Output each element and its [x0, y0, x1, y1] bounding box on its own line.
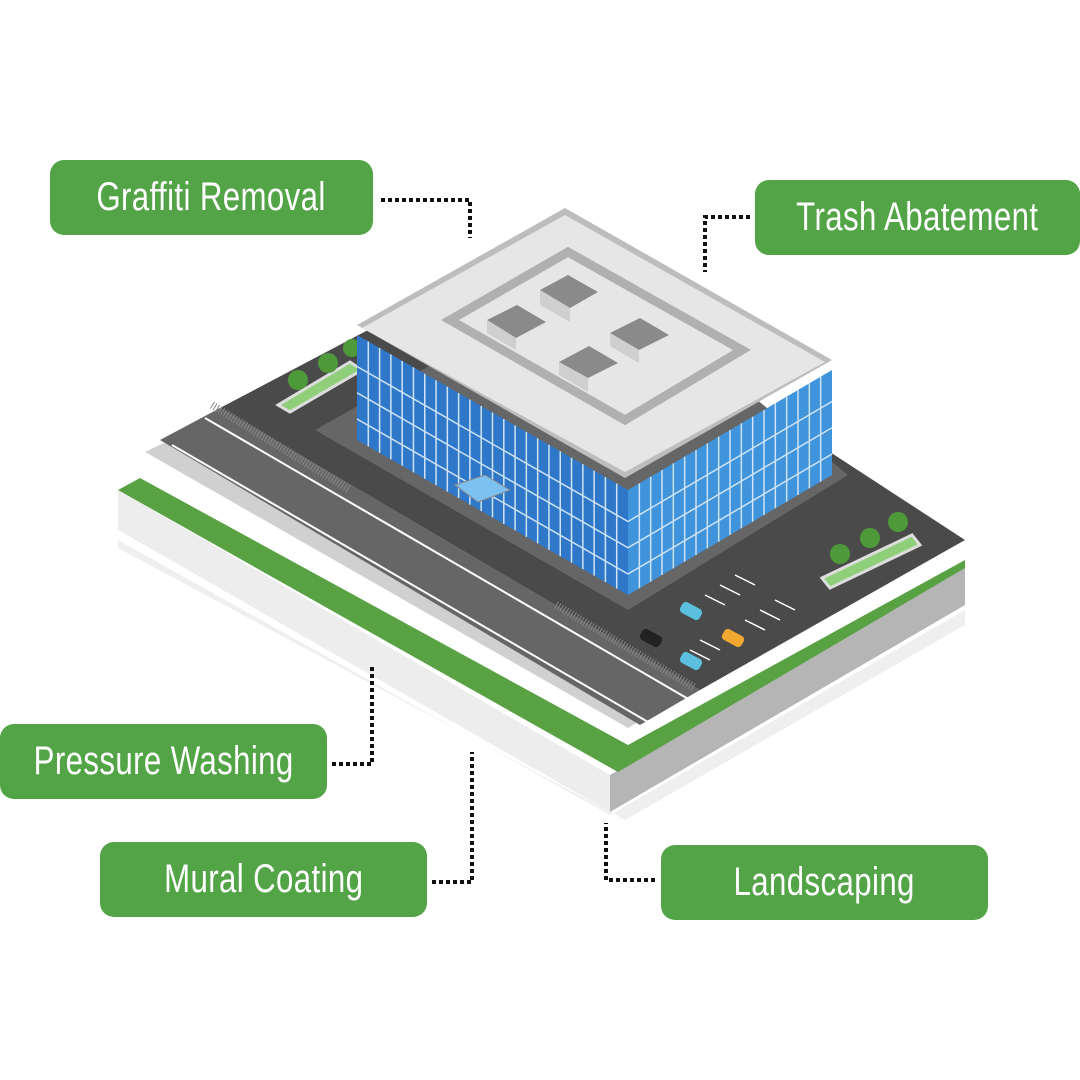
label-text: Pressure Washing [33, 739, 294, 783]
connector-lines [332, 198, 750, 884]
road [160, 408, 700, 725]
parking-lines [689, 574, 796, 661]
planter [819, 533, 923, 590]
landscaping-label: Landscaping [661, 845, 988, 920]
car [679, 651, 703, 671]
lawn-strip [118, 478, 965, 772]
entrance-canopy [453, 474, 512, 503]
label-text: Graffiti Removal [96, 175, 327, 219]
graffiti-removal-label: Graffiti Removal [50, 160, 373, 235]
label-text: Trash Abatement [796, 195, 1039, 239]
trash-abatement-label: Trash Abatement [755, 180, 1080, 255]
platform-left-face [118, 490, 610, 812]
car [679, 601, 703, 621]
roof [362, 215, 825, 472]
sidewalk [145, 440, 650, 728]
trees [288, 339, 908, 564]
mural-coating-label: Mural Coating [100, 842, 427, 917]
car [639, 628, 663, 648]
hvac-units [487, 275, 669, 392]
car [721, 628, 745, 648]
label-text: Landscaping [733, 860, 916, 904]
fence [209, 401, 353, 494]
roof-screen [440, 246, 751, 426]
platform-right-face [610, 565, 965, 812]
label-text: Mural Coating [163, 857, 364, 901]
pressure-washing-label: Pressure Washing [0, 724, 327, 799]
